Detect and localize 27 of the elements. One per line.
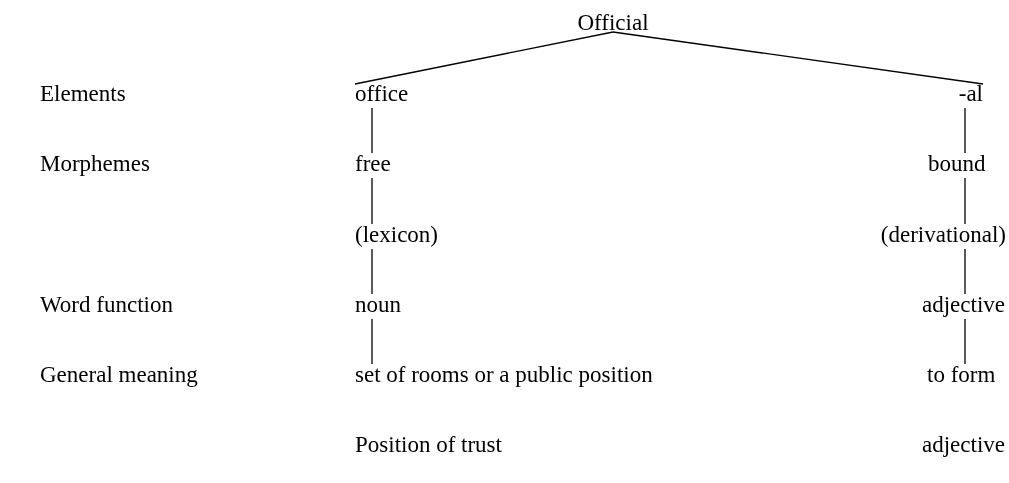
word-label: (derivational) bbox=[880, 223, 1006, 246]
connector-line bbox=[371, 248, 373, 295]
word-label: Official bbox=[577, 11, 649, 34]
row-label: General meaning bbox=[40, 363, 198, 386]
word-label: adjective bbox=[922, 433, 1005, 456]
connector-line bbox=[964, 248, 966, 295]
word-label: office bbox=[355, 82, 409, 105]
word-label: -al bbox=[958, 82, 983, 105]
connector-line bbox=[964, 177, 966, 225]
word-label: Position of trust bbox=[355, 433, 502, 456]
connector-line bbox=[612, 31, 984, 85]
word-label: adjective bbox=[922, 293, 1005, 316]
connector-line bbox=[371, 107, 373, 154]
word-label: to form bbox=[927, 363, 996, 386]
connector-line bbox=[354, 31, 614, 85]
word-label: (lexicon) bbox=[355, 223, 438, 246]
word-label: bound bbox=[928, 152, 986, 175]
row-label: Word function bbox=[40, 293, 173, 316]
row-label: Elements bbox=[40, 82, 126, 105]
connector-line bbox=[371, 177, 373, 225]
word-label: free bbox=[355, 152, 391, 175]
connector-line bbox=[964, 107, 966, 154]
word-label: noun bbox=[355, 293, 401, 316]
row-label: Morphemes bbox=[40, 152, 150, 175]
word-label: set of rooms or a public position bbox=[355, 363, 653, 386]
connector-line bbox=[964, 318, 966, 365]
connector-line bbox=[371, 318, 373, 365]
